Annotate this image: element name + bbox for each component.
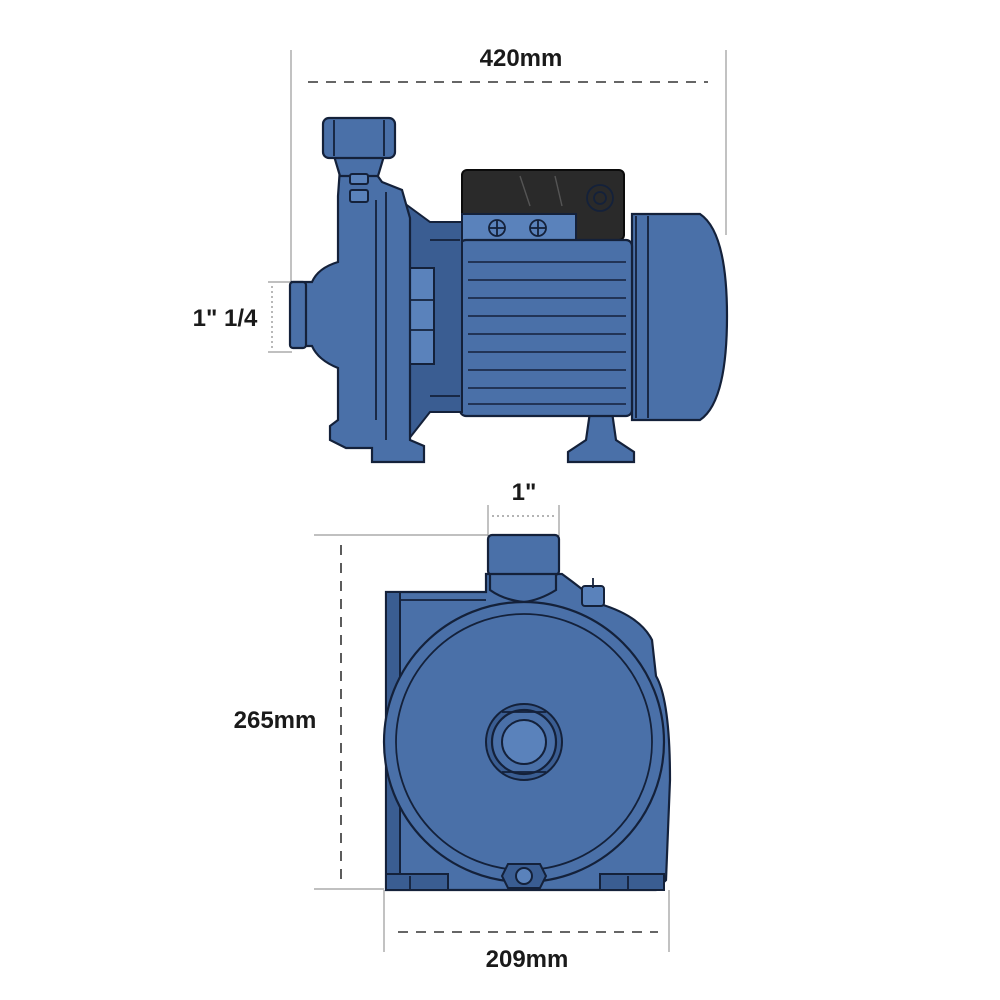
height-label: 265mm <box>234 707 317 734</box>
width-dimension: 209mm <box>383 890 670 973</box>
cooling-fins <box>468 261 626 405</box>
drain-plug-icon <box>500 863 548 889</box>
outlet-flange <box>321 116 397 160</box>
inlet-dimension: 1" 1/4 <box>193 281 292 353</box>
front-foot-right <box>599 873 665 891</box>
terminal-screw-icon <box>488 219 506 237</box>
pump-side-view <box>288 116 729 464</box>
front-foot-left <box>385 873 449 891</box>
motor-body <box>458 238 634 418</box>
pump-front-view <box>382 533 672 892</box>
pump-casing <box>290 166 426 464</box>
width-label: 209mm <box>486 946 569 973</box>
inlet-port-icon <box>485 703 563 781</box>
terminal-box <box>461 169 625 247</box>
inlet-flange <box>288 280 308 350</box>
length-dimension: 420mm <box>290 45 727 290</box>
inlet-label: 1" 1/4 <box>193 305 258 332</box>
fan-cover <box>630 212 729 422</box>
front-outlet-flange <box>486 533 561 577</box>
height-dimension: 265mm <box>234 534 488 890</box>
outlet-dimension: 1" <box>487 479 560 536</box>
length-label: 420mm <box>480 45 563 72</box>
priming-plug-icon <box>581 578 605 607</box>
outlet-label: 1" <box>512 479 537 506</box>
motor-foot <box>566 410 636 464</box>
terminal-screw-icon <box>529 219 547 237</box>
